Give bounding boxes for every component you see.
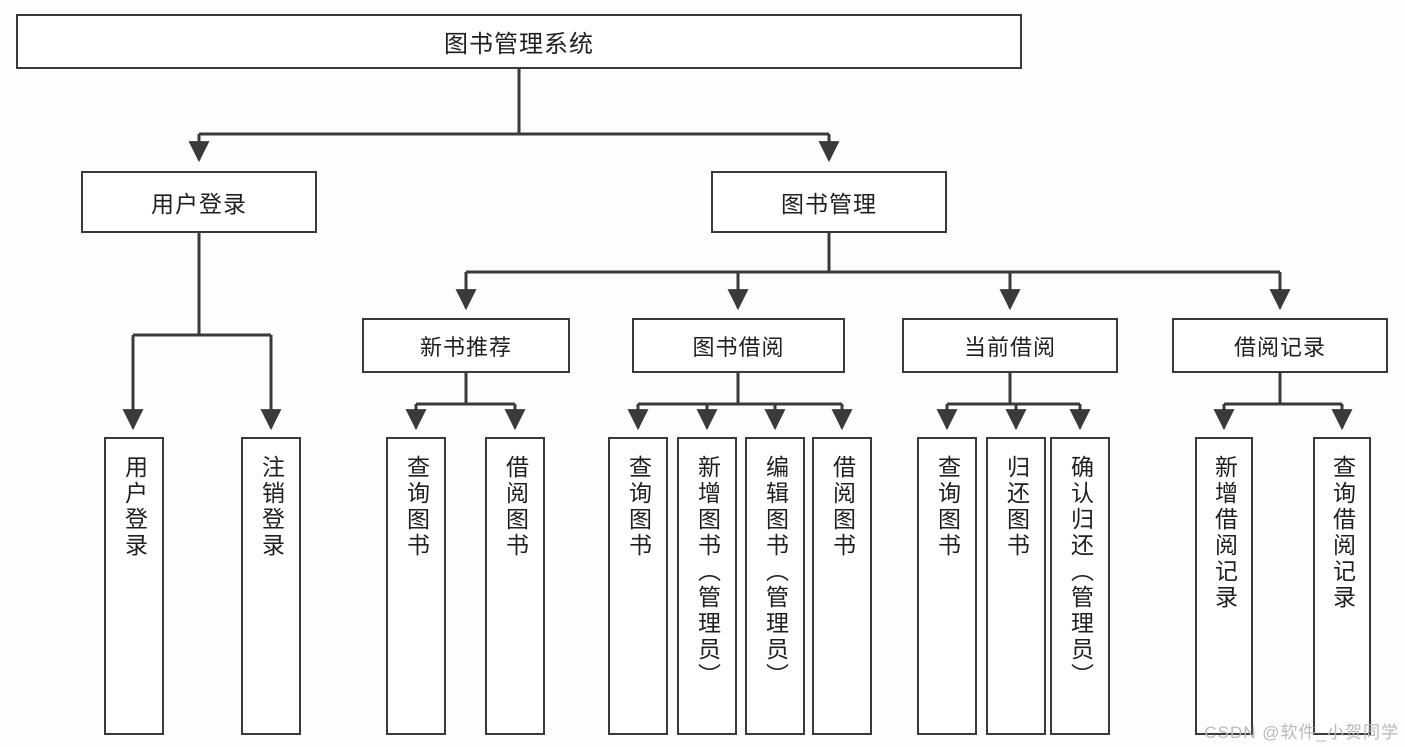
node-label: 图书管理 bbox=[781, 191, 877, 217]
node-leaf-confirm-return[interactable]: 确认归还（管理员） bbox=[1050, 437, 1110, 735]
node-label: 注销登录 bbox=[258, 455, 285, 559]
node-root-system[interactable]: 图书管理系统 bbox=[16, 14, 1022, 69]
node-label: 当前借阅 bbox=[963, 334, 1056, 360]
node-label: 查询图书 bbox=[403, 455, 430, 559]
node-leaf-query-book-3[interactable]: 查询图书 bbox=[917, 437, 977, 735]
node-leaf-add-book[interactable]: 新增图书（管理员） bbox=[677, 437, 737, 735]
node-leaf-edit-book[interactable]: 编辑图书（管理员） bbox=[745, 437, 805, 735]
node-label: 查询图书 bbox=[934, 455, 961, 559]
node-leaf-return-book[interactable]: 归还图书 bbox=[986, 437, 1046, 735]
node-label: 图书借阅 bbox=[692, 334, 785, 360]
node-borrow-record[interactable]: 借阅记录 bbox=[1172, 318, 1388, 373]
node-label: 查询图书 bbox=[625, 455, 652, 559]
node-label: 新书推荐 bbox=[419, 334, 512, 360]
node-leaf-borrow-book-2[interactable]: 借阅图书 bbox=[812, 437, 872, 735]
node-label: 新增借阅记录 bbox=[1211, 455, 1238, 611]
node-book-borrow[interactable]: 图书借阅 bbox=[632, 318, 845, 373]
node-label: 用户登录 bbox=[121, 455, 148, 559]
node-label: 借阅记录 bbox=[1233, 334, 1326, 360]
node-label: 借阅图书 bbox=[502, 455, 529, 559]
watermark-text: CSDN @软件_小贺同学 bbox=[1204, 723, 1399, 742]
node-leaf-query-book-1[interactable]: 查询图书 bbox=[386, 437, 446, 735]
node-label: 借阅图书 bbox=[829, 455, 856, 559]
node-book-manage[interactable]: 图书管理 bbox=[711, 171, 947, 233]
node-label: 用户登录 bbox=[151, 191, 247, 217]
node-leaf-query-book-2[interactable]: 查询图书 bbox=[608, 437, 668, 735]
node-label: 确认归还（管理员） bbox=[1067, 455, 1094, 689]
node-leaf-logout[interactable]: 注销登录 bbox=[241, 437, 301, 735]
node-leaf-add-record[interactable]: 新增借阅记录 bbox=[1195, 437, 1253, 735]
node-label: 归还图书 bbox=[1003, 455, 1030, 559]
node-leaf-user-login[interactable]: 用户登录 bbox=[104, 437, 164, 735]
node-leaf-borrow-book-1[interactable]: 借阅图书 bbox=[485, 437, 545, 735]
node-label: 编辑图书（管理员） bbox=[762, 455, 789, 689]
node-new-book-recommend[interactable]: 新书推荐 bbox=[362, 318, 570, 373]
node-leaf-query-record[interactable]: 查询借阅记录 bbox=[1313, 437, 1371, 735]
node-label: 新增图书（管理员） bbox=[694, 455, 721, 689]
node-label: 图书管理系统 bbox=[444, 31, 594, 58]
node-user-login[interactable]: 用户登录 bbox=[81, 171, 317, 233]
node-current-borrow[interactable]: 当前借阅 bbox=[902, 318, 1118, 373]
node-label: 查询借阅记录 bbox=[1329, 455, 1356, 611]
